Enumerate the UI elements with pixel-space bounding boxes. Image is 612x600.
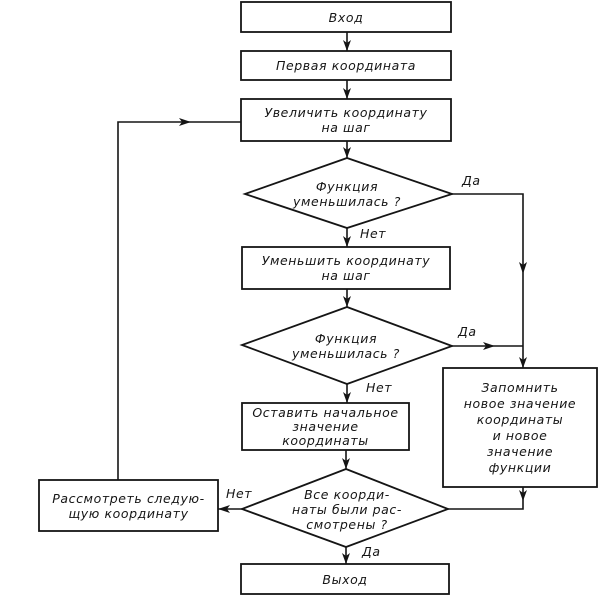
next-coord-text-2: щую координату — [68, 505, 189, 521]
entry-text: Вход — [328, 9, 364, 25]
arrowhead-remember-d3 — [519, 490, 527, 501]
first-coord-box — [240, 50, 452, 81]
decision3-label: Все коорди- наты были рас- смотрены ? — [272, 485, 422, 533]
keep-text-1: Оставить начальное — [252, 404, 399, 420]
entry-label: Вход — [241, 2, 451, 32]
remember-text-2: новое значение — [463, 395, 577, 411]
next-coord-box — [38, 479, 219, 532]
increase-text-1: Увеличить координату — [264, 105, 428, 120]
decision1-label: Функция уменьшилась ? — [270, 176, 424, 212]
next-coord-label: Рассмотреть следую- щую координату — [39, 480, 218, 531]
increase-box — [240, 98, 452, 142]
decrease-label: Уменьшить координату на шаг — [242, 247, 450, 289]
decision3-text-1: Все коорди- — [304, 486, 390, 502]
remember-label: Запомнить новое значение координаты и но… — [443, 368, 597, 487]
arrowhead-keep-d3 — [342, 458, 350, 469]
remember-text-5: значение — [486, 443, 554, 459]
increase-label: Увеличить координату на шаг — [241, 99, 451, 141]
decision1-text-1: Функция — [315, 179, 379, 194]
decrease-box — [241, 246, 451, 290]
decision2-label: Функция уменьшилась ? — [268, 328, 424, 364]
remember-text-6: функции — [488, 459, 552, 475]
remember-text-4: и новое — [492, 427, 548, 443]
arrowhead-increase-d1 — [343, 147, 351, 158]
next-coord-text-1: Рассмотреть следую- — [52, 490, 205, 506]
arrowhead-d1-decrease — [343, 236, 351, 247]
keep-text-3: координаты — [282, 432, 369, 448]
arrowhead-d3-exit — [342, 553, 350, 564]
d1-yes-label: Да — [462, 173, 481, 188]
first-coord-label: Первая координата — [241, 51, 451, 80]
exit-label: Выход — [241, 564, 449, 594]
edge-remember-d3 — [448, 487, 524, 510]
first-coord-text: Первая координата — [275, 58, 417, 73]
arrowhead-first-increase — [343, 88, 351, 99]
remember-box — [442, 367, 598, 488]
edge-d1-yes — [452, 193, 524, 368]
decision3-text-3: смотрены ? — [306, 516, 388, 532]
remember-text-1: Запомнить — [481, 379, 559, 395]
decrease-text-2: на шаг — [321, 268, 371, 283]
decision1-text-2: уменьшилась ? — [293, 194, 401, 209]
arrowhead-d3-next — [218, 505, 230, 513]
arrowhead-decrease-d2 — [343, 296, 351, 307]
increase-text-2: на шаг — [321, 120, 371, 135]
exit-text: Выход — [322, 571, 368, 587]
entry-box — [240, 1, 452, 33]
arrowhead-next-increase — [179, 118, 191, 126]
d3-no-label: Нет — [226, 486, 253, 501]
d1-no-label: Нет — [360, 226, 387, 241]
decision3-text-2: наты были рас- — [292, 501, 402, 517]
d2-yes-label: Да — [458, 324, 477, 339]
keep-label: Оставить начальное значение координаты — [242, 403, 409, 450]
decrease-text-1: Уменьшить координату — [261, 253, 431, 268]
keep-box — [241, 402, 410, 451]
decision2-text-2: уменьшилась ? — [292, 346, 400, 361]
remember-text-3: координаты — [476, 411, 564, 427]
arrowhead-entry-first — [343, 40, 351, 51]
decision2-text-1: Функция — [314, 331, 378, 346]
arrowhead-d2-yes — [483, 342, 495, 350]
keep-text-2: значение — [292, 418, 359, 434]
edge-next-increase — [117, 121, 241, 480]
d3-yes-label: Да — [362, 544, 381, 559]
d2-no-label: Нет — [366, 380, 393, 395]
arrowhead-into-remember — [519, 357, 527, 368]
arrowhead-d2-keep — [343, 392, 351, 403]
exit-box — [240, 563, 450, 595]
arrowhead-d1-yes — [519, 262, 527, 274]
